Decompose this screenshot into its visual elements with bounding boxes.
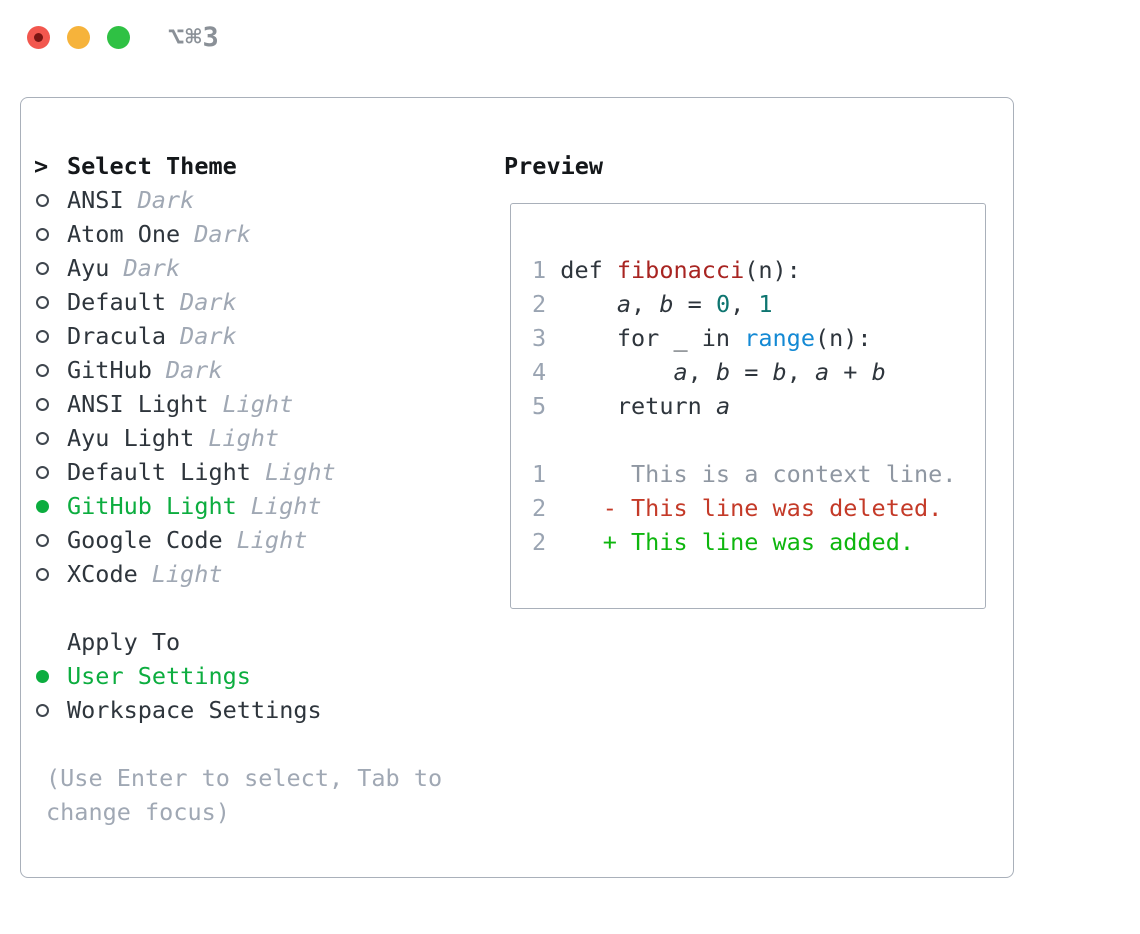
radio-icon: [34, 465, 67, 479]
theme-option[interactable]: GitHub Light Light: [21, 489, 336, 523]
preview-title: Preview: [504, 152, 604, 180]
theme-option[interactable]: GitHub Dark: [21, 353, 336, 387]
theme-option[interactable]: Dracula Dark: [21, 319, 336, 353]
apply-to-label: Apply To: [67, 628, 181, 656]
variant-tag: Light: [236, 526, 308, 554]
variant-tag: Light: [264, 458, 336, 486]
variant-tag: Dark: [137, 186, 195, 214]
variant-tag: Dark: [180, 288, 237, 316]
radio-icon: [34, 397, 67, 411]
theme-option[interactable]: Default Dark: [21, 285, 336, 319]
theme-option[interactable]: Default Light Light: [21, 455, 336, 489]
radio-icon: [34, 431, 67, 445]
radio-icon: [34, 193, 67, 207]
zoom-button[interactable]: [107, 26, 130, 49]
radio-icon: [34, 533, 67, 547]
theme-option[interactable]: Google Code Light: [21, 523, 336, 557]
option-label: Ayu: [67, 254, 110, 282]
option-label: Ayu Light: [67, 424, 195, 452]
option-label: Workspace Settings: [67, 696, 322, 724]
theme-option[interactable]: Atom One Dark: [21, 217, 336, 251]
preview-code-box: 1 def fibonacci(n): 2 a, b = 0, 1 3 for _ …: [510, 203, 986, 609]
apply-to-header: Apply To: [21, 625, 322, 659]
variant-tag: Light: [222, 390, 294, 418]
code-line: 2 a, b = 0, 1: [532, 290, 773, 318]
radio-icon: [34, 703, 67, 717]
apply-option[interactable]: Workspace Settings: [21, 693, 322, 727]
code-line: 5 return a: [532, 392, 731, 420]
option-label: GitHub Light: [67, 492, 237, 520]
select-theme-label: Select Theme: [67, 152, 237, 180]
code-line: 4 a, b = b, a + b: [532, 358, 886, 386]
variant-tag: Dark: [165, 356, 223, 384]
variant-tag: Dark: [194, 220, 251, 248]
code-line: 2 + This line was added.: [532, 528, 915, 556]
radio-icon: [34, 329, 67, 343]
code-line: 3 for _ in range(n):: [532, 324, 872, 352]
hint-line: change focus): [46, 798, 230, 826]
variant-tag: Light: [208, 424, 280, 452]
radio-icon: [34, 363, 67, 377]
option-label: Default Light: [67, 458, 251, 486]
radio-icon: [34, 261, 67, 275]
theme-option[interactable]: XCode Light: [21, 557, 336, 591]
code-line: [532, 423, 985, 457]
apply-option[interactable]: User Settings: [21, 659, 322, 693]
code-line: 1 This is a context line.: [532, 460, 957, 488]
code-line: 1 def fibonacci(n):: [532, 256, 801, 284]
option-label: Google Code: [67, 526, 223, 554]
variant-tag: Dark: [123, 254, 181, 282]
option-label: Default: [67, 288, 167, 316]
variant-tag: Light: [250, 492, 322, 520]
radio-icon: [34, 567, 67, 581]
hint-line: (Use Enter to select, Tab to: [46, 764, 443, 792]
close-button[interactable]: [27, 26, 50, 49]
variant-tag: Dark: [180, 322, 237, 350]
focus-caret-icon: >: [34, 152, 49, 180]
option-label: XCode: [67, 560, 138, 588]
variant-tag: Light: [151, 560, 223, 588]
select-theme-header: > Select Theme: [21, 149, 336, 183]
radio-icon: [34, 227, 67, 241]
theme-option[interactable]: Ayu Dark: [21, 251, 336, 285]
radio-selected-icon: [34, 499, 67, 513]
theme-option[interactable]: ANSI Light Light: [21, 387, 336, 421]
theme-option[interactable]: Ayu Light Light: [21, 421, 336, 455]
window-title-shortcut: ⌥⌘3: [168, 22, 220, 53]
option-label: ANSI Light: [67, 390, 209, 418]
option-label: ANSI: [67, 186, 124, 214]
minimize-button[interactable]: [67, 26, 90, 49]
option-label: Dracula: [67, 322, 167, 350]
option-label: Atom One: [67, 220, 181, 248]
hint-text: (Use Enter to select, Tab to change focus…: [46, 761, 442, 829]
radio-icon: [34, 295, 67, 309]
theme-option[interactable]: ANSI Dark: [21, 183, 336, 217]
titlebar: ⌥⌘3: [27, 22, 220, 53]
option-label: GitHub: [67, 356, 152, 384]
radio-selected-icon: [34, 669, 67, 683]
code-line: 2 - This line was deleted.: [532, 494, 943, 522]
option-label: User Settings: [67, 662, 251, 690]
